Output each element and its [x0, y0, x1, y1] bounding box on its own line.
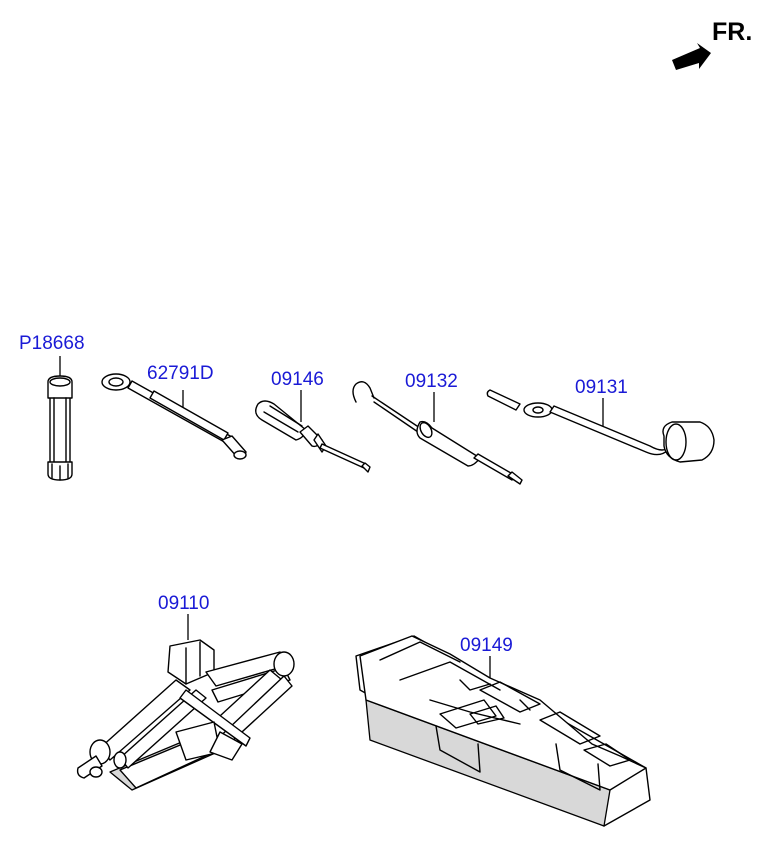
hook-tool-illustration	[352, 381, 523, 485]
scissor-jack-illustration	[76, 614, 295, 791]
part-label-p18668[interactable]: P18668	[19, 333, 85, 354]
part-label-09131[interactable]: 09131	[575, 377, 628, 398]
part-label-62791d[interactable]: 62791D	[147, 363, 214, 384]
front-arrow-icon	[672, 43, 711, 70]
front-direction-label: FR.	[712, 18, 753, 46]
socket-extension-illustration	[47, 356, 73, 481]
screwdriver-illustration	[255, 390, 371, 473]
l-wrench-illustration	[486, 389, 715, 463]
part-label-09149[interactable]: 09149	[460, 635, 513, 656]
tool-tray-illustration	[355, 635, 651, 827]
part-label-09110[interactable]: 09110	[158, 593, 210, 614]
part-label-09146[interactable]: 09146	[271, 369, 324, 390]
part-label-09132[interactable]: 09132	[405, 371, 458, 392]
wrench-illustration	[101, 373, 247, 460]
